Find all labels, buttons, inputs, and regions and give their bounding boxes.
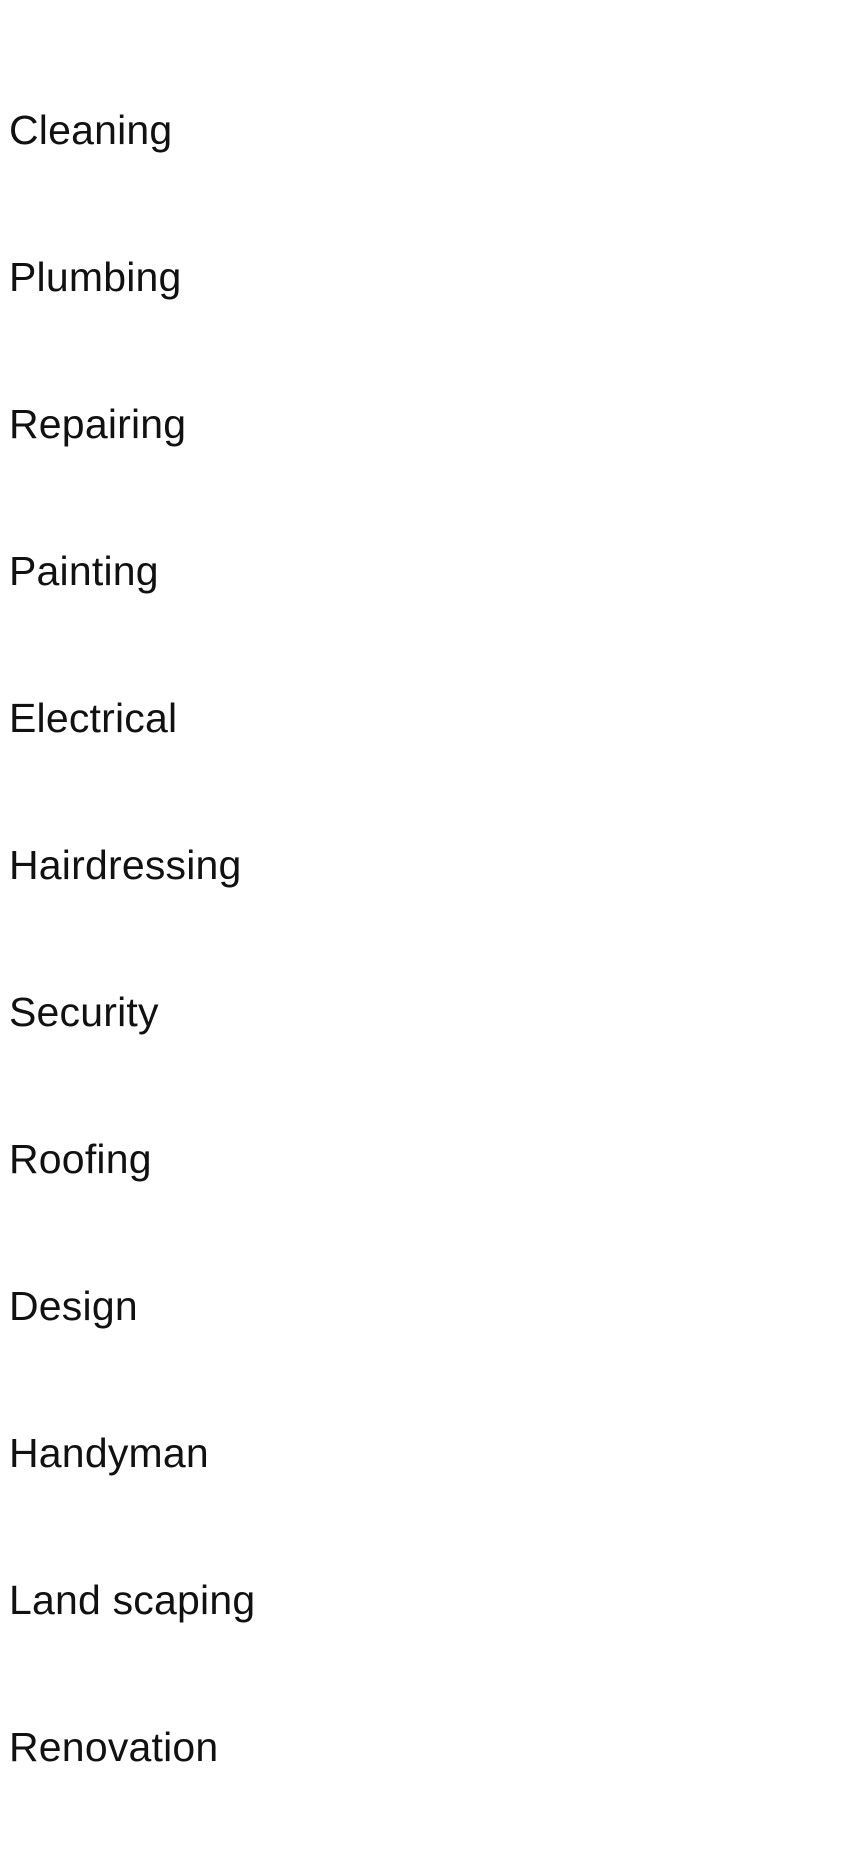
category-item-plumbing[interactable]: Plumbing xyxy=(0,204,864,351)
category-label: Land scaping xyxy=(9,1577,256,1623)
category-list: Cleaning Plumbing Repairing Painting Ele… xyxy=(0,57,864,1821)
category-item-landscaping[interactable]: Land scaping xyxy=(0,1527,864,1674)
category-item-security[interactable]: Security xyxy=(0,939,864,1086)
category-label: Renovation xyxy=(9,1724,219,1770)
category-label: Handyman xyxy=(9,1430,209,1476)
category-label: Electrical xyxy=(9,695,178,741)
category-item-design[interactable]: Design xyxy=(0,1233,864,1380)
category-label: Painting xyxy=(9,548,159,594)
category-item-cleaning[interactable]: Cleaning xyxy=(0,57,864,204)
category-item-repairing[interactable]: Repairing xyxy=(0,351,864,498)
category-item-electrical[interactable]: Electrical xyxy=(0,645,864,792)
category-item-roofing[interactable]: Roofing xyxy=(0,1086,864,1233)
category-item-renovation[interactable]: Renovation xyxy=(0,1674,864,1821)
category-item-handyman[interactable]: Handyman xyxy=(0,1380,864,1527)
category-label: Cleaning xyxy=(9,107,173,153)
category-label: Repairing xyxy=(9,401,187,447)
category-label: Roofing xyxy=(9,1136,152,1182)
category-label: Hairdressing xyxy=(9,842,242,888)
category-item-hairdressing[interactable]: Hairdressing xyxy=(0,792,864,939)
category-label: Design xyxy=(9,1283,138,1329)
category-item-painting[interactable]: Painting xyxy=(0,498,864,645)
category-label: Security xyxy=(9,989,159,1035)
category-label: Plumbing xyxy=(9,254,182,300)
